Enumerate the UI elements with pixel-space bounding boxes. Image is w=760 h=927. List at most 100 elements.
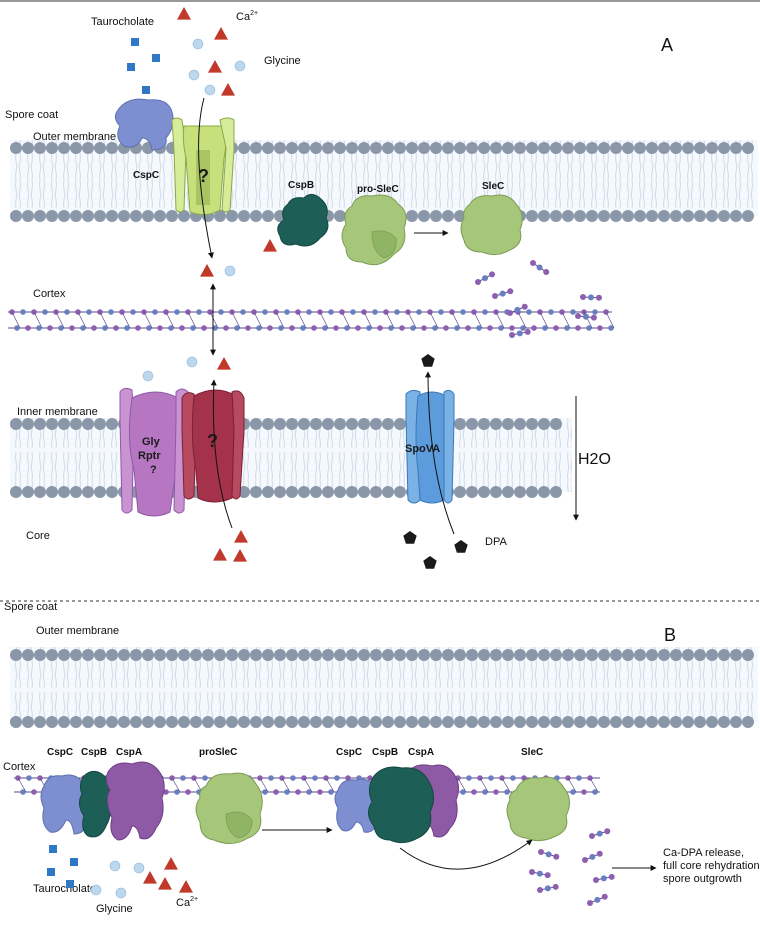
cortex-bead (190, 325, 196, 331)
lipid-head (106, 486, 118, 498)
inner-membrane-a (10, 418, 572, 498)
fragment-bead (545, 851, 552, 858)
cspc-label-b-left: CspC (47, 747, 73, 758)
cortex-bead (488, 775, 494, 781)
lipid-head (178, 649, 190, 661)
lipid-head (586, 649, 598, 661)
lipid-head (286, 649, 298, 661)
slec-protein-b (506, 776, 570, 842)
fragment-bead (524, 328, 531, 335)
lipid-head (550, 649, 562, 661)
cortex-bead (218, 309, 224, 315)
taurocholate-label-b: Taurocholate (33, 883, 96, 895)
cortex-bead (91, 325, 97, 331)
fragment-bead (600, 875, 607, 882)
lipid-head (382, 716, 394, 728)
lipid-head (262, 486, 274, 498)
cortex-bead (31, 789, 37, 795)
lipid-head (430, 142, 442, 154)
lipid-head (334, 649, 346, 661)
lipid-head (598, 210, 610, 222)
cspc-label-a: CspC (133, 170, 159, 181)
lipid-head (526, 210, 538, 222)
cortex-bead (520, 325, 526, 331)
taurocholate-square (152, 54, 160, 62)
cortex-bead (531, 325, 537, 331)
cortex-crosslink (121, 311, 131, 329)
cortex-bead (592, 789, 598, 795)
lipid-head (10, 649, 22, 661)
cortex-bead (576, 775, 582, 781)
calcium-label-b: Ca2+ (176, 896, 198, 909)
dpa-pentagon (454, 540, 468, 553)
lipid-head (34, 716, 46, 728)
cortex-bead (185, 789, 191, 795)
taurocholate-square (142, 86, 150, 94)
lipid-head (394, 486, 406, 498)
cortex-bead (432, 325, 438, 331)
lipid-head (382, 418, 394, 430)
cortex-bead (366, 325, 372, 331)
lipid-head (454, 649, 466, 661)
spore-coat-label-b: Spore coat (4, 601, 57, 613)
lipid-head (58, 486, 70, 498)
lipid-head (682, 716, 694, 728)
lipid-head (10, 142, 22, 154)
lipid-head (10, 210, 22, 222)
lipid-head (526, 649, 538, 661)
cortex-bead (102, 325, 108, 331)
calcium-triangle (217, 357, 231, 370)
cortex-crosslink (297, 311, 307, 329)
fragment-bead (582, 313, 589, 320)
cortex-bead (273, 789, 279, 795)
fragment-bead (482, 275, 489, 282)
cortex-bead (284, 309, 290, 315)
lipid-head (310, 142, 322, 154)
lipid-head (478, 716, 490, 728)
cortex-bead (476, 325, 482, 331)
cortex-crosslink (77, 311, 87, 329)
lipid-head (670, 649, 682, 661)
lipid-head (454, 716, 466, 728)
cortex-bead (498, 325, 504, 331)
lipid-head (274, 649, 286, 661)
lipid-head (526, 142, 538, 154)
lipid-head (490, 716, 502, 728)
lipid-head (490, 142, 502, 154)
lipid-head (634, 142, 646, 154)
cortex-bead (608, 325, 614, 331)
dpa-pentagon (423, 556, 437, 569)
cortex-crosslink (281, 777, 291, 793)
lipid-head (166, 210, 178, 222)
cortex-crosslink (341, 311, 351, 329)
cortex-crosslink (11, 311, 21, 329)
cortex-bead (504, 789, 510, 795)
lipid-head (178, 210, 190, 222)
cortex-bead (202, 775, 208, 781)
cortex-bead (438, 309, 444, 315)
lipid-head (646, 142, 658, 154)
lipid-head (502, 486, 514, 498)
unknown-channel-mark: ? (198, 166, 209, 186)
lipid-head (694, 142, 706, 154)
cortex-bead (334, 775, 340, 781)
slec-label-b: SleC (521, 747, 543, 758)
lipid-head (730, 210, 742, 222)
cortex-crosslink (589, 777, 599, 793)
lipid-head (406, 649, 418, 661)
lipid-head (718, 142, 730, 154)
lipid-head (586, 142, 598, 154)
dpa-pentagon (403, 531, 417, 544)
lipid-head (130, 210, 142, 222)
lipid-head (22, 649, 34, 661)
fragment-bead (593, 877, 599, 883)
pro-slec-protein-a (341, 194, 407, 266)
lipid-head (718, 649, 730, 661)
lipid-head (502, 418, 514, 430)
cspb-protein-b-right (368, 766, 434, 844)
lipid-head (298, 716, 310, 728)
panel-a-label: A (661, 35, 673, 55)
cortex-bead (262, 789, 268, 795)
lipid-head (166, 716, 178, 728)
lipid-head (214, 649, 226, 661)
